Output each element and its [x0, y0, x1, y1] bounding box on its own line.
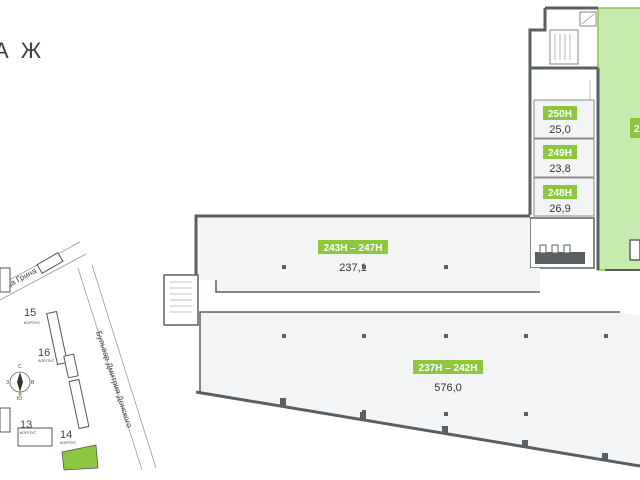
unit-248[interactable]: 248Н 26,9: [533, 177, 595, 217]
stair-core-top: [528, 6, 598, 70]
unit-248-area: 26,9: [549, 203, 570, 215]
building-16-caption: КОРПУС: [38, 358, 54, 363]
unit-237-242-label: 237Н – 242Н: [419, 363, 478, 374]
building-13-number: 13: [20, 419, 32, 431]
svg-text:Ю: Ю: [17, 396, 22, 402]
unit-250-area: 25,0: [549, 124, 570, 136]
unit-250-label: 250Н: [548, 109, 572, 120]
unit-249[interactable]: 249Н 23,8: [533, 138, 595, 178]
unit-248-label: 248Н: [548, 188, 572, 199]
building-15-caption: КОРПУС: [24, 320, 40, 325]
unit-250[interactable]: 250Н 25,0: [533, 99, 595, 139]
building-13-caption: КОРПУС: [20, 430, 36, 435]
building-16-number: 16: [38, 347, 50, 359]
unit-249-area: 23,8: [549, 163, 570, 175]
unit-249-label: 249Н: [548, 148, 572, 159]
unit-243-247-area: 237,1: [339, 262, 367, 274]
unit-243-247[interactable]: 243Н – 247Н 237,1: [194, 214, 540, 293]
utility-rooms: [529, 217, 595, 269]
unit-green-right-label: 2: [634, 124, 640, 135]
svg-text:З: З: [6, 380, 9, 386]
stair-left: [163, 274, 199, 326]
unit-green-right[interactable]: 2: [597, 7, 640, 271]
compass-icon: С Ю З В: [6, 364, 35, 402]
building-14-number: 14: [60, 429, 72, 441]
unit-237-242[interactable]: 237Н – 242Н 576,0: [195, 311, 640, 468]
site-minimap: ица Грина Бульвар Дмитрия Донского 15 КО…: [0, 241, 157, 471]
highlighted-building: [61, 444, 99, 471]
unit-243-247-label: 243Н – 247Н: [324, 243, 383, 254]
floor-title: А Ж: [0, 38, 45, 63]
building-15-number: 15: [24, 307, 36, 319]
unit-237-242-area: 576,0: [434, 382, 462, 394]
building-14-caption: КОРПУС: [60, 440, 76, 445]
svg-text:В: В: [31, 380, 35, 386]
svg-text:С: С: [18, 364, 22, 370]
